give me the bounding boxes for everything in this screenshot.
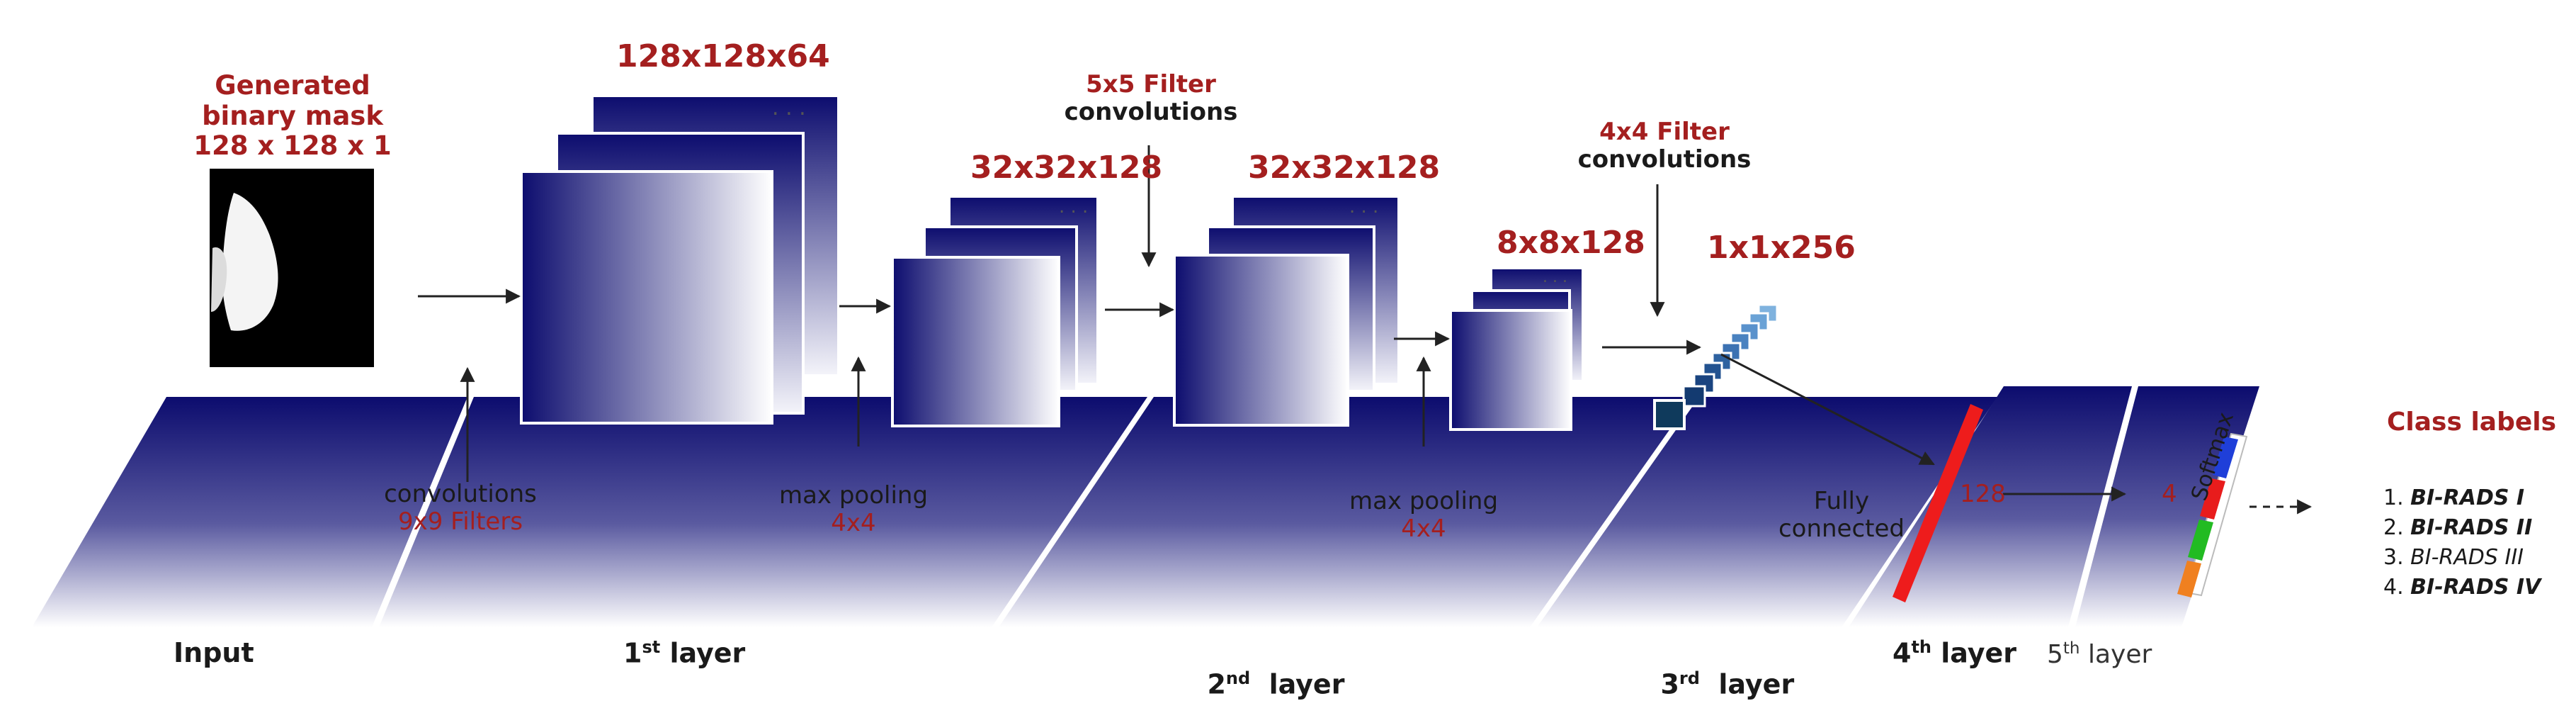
layer2-num: 2 [1207,668,1226,700]
class-labels-title: Class labels [2387,408,2557,437]
layer-title-5: 5th layer [2047,639,2152,669]
class-item-3: 3. BI-RADS III [2383,543,2541,573]
dim-layer2b: 32x32x128 [1248,150,1441,186]
feature-maps-layer3: . . . [1449,266,1584,431]
layer3-sup: rd [1679,668,1700,688]
layer4-sup: th [1911,637,1932,657]
mask-caption-line2: binary mask [202,100,383,131]
filter-5x5-callout: 5x5 Filter convolutions [1055,70,1247,127]
floor-input [32,397,467,627]
filter-5x5-sub: convolutions [1064,98,1238,127]
fc-neuron-stack [1653,303,1778,430]
layer-title-1: 1st layer [623,637,746,669]
layer1-sup: st [642,637,661,657]
layer5-num: 5 [2047,640,2063,669]
layer3-word: layer [1699,668,1795,700]
layer-title-3: 3rd layer [1642,638,1794,700]
layer3-num: 3 [1660,668,1679,700]
fc-128-bar [1893,404,1983,602]
filter-4x4-callout: 4x4 Filter convolutions [1569,118,1760,174]
fc-op-line2: connected [1778,515,1905,544]
dim-layer2a: 32x32x128 [970,150,1163,186]
floor-layer2 [999,397,1693,627]
dim-fc: 1x1x256 [1707,230,1856,266]
layer4-num: 4 [1893,637,1912,669]
svg-text:. . .: . . . [1543,269,1567,286]
conv-op-name: convolutions [384,480,537,508]
class-item-3-num: 3. [2383,545,2411,570]
fc-128-label: 128 [1960,480,2006,508]
layer-title-4: 4th layer [1893,637,2017,669]
feature-maps-layer2a: . . . [891,195,1099,427]
dim-layer3: 8x8x128 [1497,225,1645,261]
layer5-word: layer [2079,640,2152,669]
fc-op-line1: Fully [1813,487,1870,515]
layer5-sup: th [2062,639,2080,658]
class-item-4-num: 4. [2383,575,2411,600]
class-item-3-name: BI-RADS III [2410,545,2524,570]
floor-layer1 [379,397,1147,627]
fc-op-label: Fully connected [1778,487,1905,544]
filter-4x4-title: 4x4 Filter [1599,118,1730,146]
class-item-2-num: 2. [2383,515,2411,540]
class-item-2: 2. BI-RADS II [2383,513,2541,543]
layer2-word: layer [1250,668,1345,700]
class-item-4-name: BI-RADS IV [2410,575,2541,600]
class-labels-list: 1. BI-RADS I 2. BI-RADS II 3. BI-RADS II… [2383,483,2541,602]
class-item-1-name: BI-RADS I [2410,485,2525,510]
filter-5x5-title: 5x5 Filter [1086,70,1216,99]
conv-op-label: convolutions 9x9 Filters [361,480,560,537]
class-item-2-name: BI-RADS II [2410,515,2533,540]
svg-text:. . .: . . . [1059,196,1088,218]
floor-layer5 [2075,386,2259,627]
mask-caption-line1: Generated [215,70,370,101]
pool2-op-value: 4x4 [1401,515,1446,544]
class-item-4: 4. BI-RADS IV [2383,573,2541,602]
floor-layer3 [1537,397,1997,627]
feature-maps-layer1: . . . [520,94,840,425]
floor-panels [32,386,2259,627]
mask-caption: Generated binary mask 128 x 128 x 1 [191,70,394,162]
pool1-op-name: max pooling [778,481,929,510]
layer2-sup: nd [1225,668,1251,688]
pool2-op-name: max pooling [1349,487,1499,515]
layer-title-input: Input [174,637,254,668]
softmax-bar [2177,432,2248,597]
svg-text:. . .: . . . [772,96,806,120]
mask-caption-line3: 128 x 128 x 1 [193,130,392,162]
filter-4x4-sub: convolutions [1577,145,1752,174]
binary-mask-image [210,169,374,367]
class-item-1-num: 1. [2383,485,2411,510]
pool2-op-label: max pooling 4x4 [1335,487,1512,544]
conv-op-value: 9x9 Filters [397,507,523,537]
layer-title-2: 2nd layer [1188,638,1344,700]
svg-text:. . .: . . . [1349,196,1378,218]
layer1-num: 1 [623,637,642,669]
pool1-op-value: 4x4 [831,509,876,538]
layer1-word: layer [660,637,746,669]
output-4-label: 4 [2162,480,2177,508]
feature-maps-layer2b: . . . [1173,195,1400,427]
class-item-1: 1. BI-RADS I [2383,483,2541,513]
flow-arrows [418,145,2313,515]
dim-layer1: 128x128x64 [616,38,830,74]
pool1-op-label: max pooling 4x4 [765,481,942,538]
layer4-word: layer [1931,637,2017,669]
